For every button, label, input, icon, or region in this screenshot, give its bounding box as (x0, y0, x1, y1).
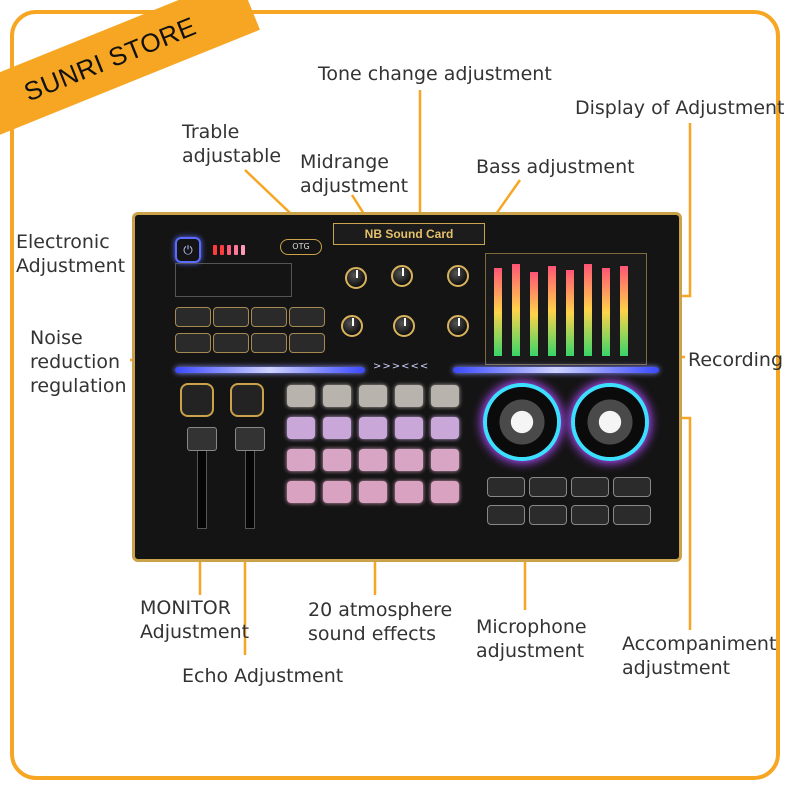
effect-pad[interactable] (359, 417, 387, 439)
orange-border-frame (10, 10, 780, 780)
otg-toggle[interactable]: OTG (280, 239, 322, 255)
label-monitor: MONITOR Adjustment (140, 597, 250, 643)
effect-pad[interactable] (287, 481, 315, 503)
mode-button-1[interactable] (487, 477, 525, 497)
mode-button-3[interactable] (571, 477, 609, 497)
effect-pad[interactable] (323, 417, 351, 439)
voice-change-knob[interactable] (393, 315, 415, 337)
light-strip-right (453, 367, 659, 373)
spectrum-bar (566, 270, 574, 356)
effect-pad[interactable] (395, 481, 423, 503)
label-bass: Bass adjustment (476, 156, 635, 178)
spectrum-display (485, 253, 647, 365)
device-title: NB Sound Card (333, 223, 485, 245)
label-midrange: Midrange adjustment (300, 151, 409, 197)
effect-button-3[interactable] (251, 307, 287, 327)
mode-button-2[interactable] (529, 477, 567, 497)
label-display: Display of Adjustment (575, 97, 785, 119)
effect-pad[interactable] (287, 385, 315, 407)
effect-pad[interactable] (431, 481, 459, 503)
label-electronic: Electronic Adjustment (16, 231, 126, 277)
chevron-lights: >>><<< (373, 361, 430, 372)
spectrum-bar (494, 268, 502, 356)
effect-pad[interactable] (359, 481, 387, 503)
label-recording: Recording (688, 349, 784, 371)
mode-button-4[interactable] (613, 477, 651, 497)
effect-pad[interactable] (431, 385, 459, 407)
label-tone-change: Tone change adjustment (318, 63, 552, 85)
label-microphone: Microphone adjustment (476, 616, 587, 662)
recording-knob[interactable] (447, 315, 469, 337)
light-mode-button[interactable] (230, 383, 264, 417)
key-grid (175, 263, 292, 297)
spectrum-bar (548, 266, 556, 356)
level-leds (213, 245, 245, 255)
label-treble: Trable adjustable (182, 121, 282, 167)
mode-button-5[interactable] (487, 505, 525, 525)
effect-button-1[interactable] (175, 307, 211, 327)
play-pause-button[interactable] (571, 505, 609, 525)
effect-button-7[interactable] (251, 333, 287, 353)
effect-button-8[interactable] (289, 333, 325, 353)
label-atmosphere: 20 atmosphere sound effects (308, 599, 453, 645)
label-noise: Noise reduction regulation (30, 327, 127, 397)
bass-knob[interactable] (447, 265, 469, 287)
microphone-knob[interactable] (487, 387, 557, 457)
effect-button-6[interactable] (213, 333, 249, 353)
spectrum-bar (530, 272, 538, 356)
fast-forward-button[interactable] (613, 505, 651, 525)
alto-knob[interactable] (391, 265, 413, 287)
spectrum-bar (512, 264, 520, 356)
monitor-fader[interactable] (187, 427, 217, 451)
spectrum-bar (584, 264, 592, 356)
effect-pad[interactable] (395, 449, 423, 471)
effect-pad[interactable] (323, 481, 351, 503)
effect-button-2[interactable] (213, 307, 249, 327)
spectrum-bar (602, 268, 610, 356)
effect-button-4[interactable] (289, 307, 325, 327)
light-strip-left (175, 367, 365, 373)
rewind-button[interactable] (529, 505, 567, 525)
spectrum-bar (620, 266, 628, 356)
effect-pad[interactable] (359, 385, 387, 407)
effect-pad[interactable] (359, 449, 387, 471)
accompaniment-knob[interactable] (575, 387, 645, 457)
effect-pad[interactable] (395, 385, 423, 407)
effect-button-5[interactable] (175, 333, 211, 353)
effect-pad[interactable] (287, 417, 315, 439)
power-icon[interactable]: ⏻ (175, 237, 201, 263)
effect-pad[interactable] (431, 417, 459, 439)
effect-pad[interactable] (323, 385, 351, 407)
label-accompaniment: Accompaniment adjustment (622, 633, 777, 679)
label-echo: Echo Adjustment (182, 665, 344, 687)
effect-pad[interactable] (323, 449, 351, 471)
phantom-power-button[interactable] (180, 383, 214, 417)
effect-pad[interactable] (431, 449, 459, 471)
sound-card-device: NB Sound Card ⏻ OTG >>><<< (132, 212, 682, 562)
effect-pad[interactable] (287, 449, 315, 471)
treble-knob[interactable] (345, 267, 367, 289)
echo-fader[interactable] (235, 427, 265, 451)
noise-knob[interactable] (341, 315, 363, 337)
effect-pad[interactable] (395, 417, 423, 439)
